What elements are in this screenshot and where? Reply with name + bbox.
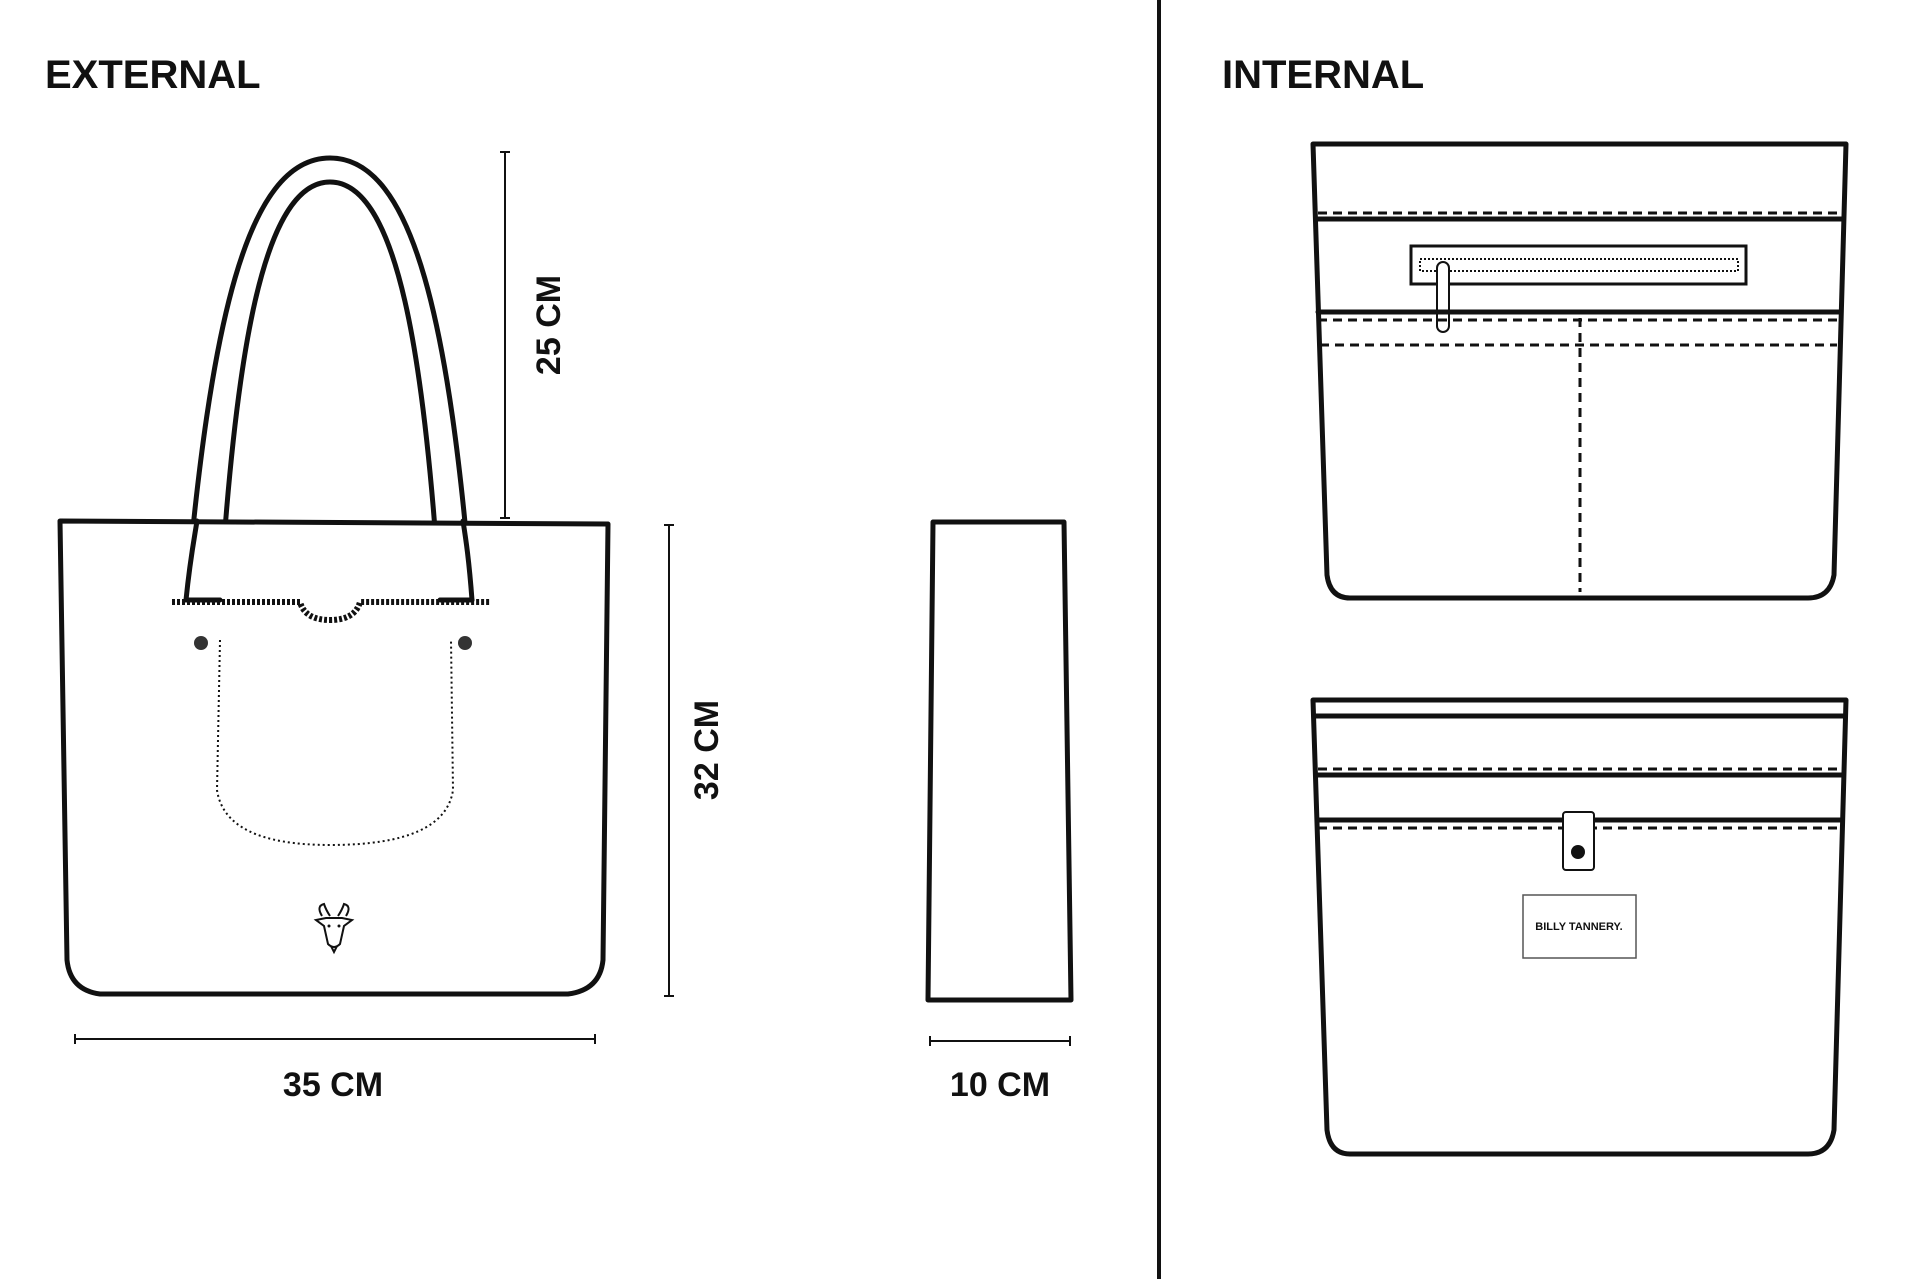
rivet-left <box>194 636 208 650</box>
handle-drop-dimension: 25 CM <box>500 151 568 519</box>
internal-heading: INTERNAL <box>1222 53 1424 97</box>
zipper-teeth <box>1419 258 1739 272</box>
internal-tab-side: BILLY TANNERY. <box>1310 697 1849 1157</box>
external-heading: EXTERNAL <box>45 53 261 97</box>
hidden-pocket-outline <box>215 639 455 847</box>
snap-button <box>1571 845 1585 859</box>
bag-handle-inner <box>217 179 443 603</box>
handle-drop-label: 25 CM <box>530 275 568 375</box>
closure-tab <box>1562 811 1595 871</box>
goat-head-icon <box>313 902 355 955</box>
brand-patch <box>1522 894 1637 959</box>
brand-patch-text: BILLY TANNERY. <box>1535 921 1622 933</box>
bag-front-view <box>57 155 611 997</box>
bag-top-band <box>172 599 490 624</box>
width-dimension: 35 CM <box>74 1034 596 1104</box>
rivet-right <box>458 636 472 650</box>
depth-label: 10 CM <box>950 1066 1050 1104</box>
height-dimension: 32 CM <box>664 524 726 997</box>
width-label: 35 CM <box>283 1066 383 1104</box>
depth-dimension: 10 CM <box>929 1036 1071 1104</box>
height-label: 32 CM <box>688 700 726 800</box>
bag-side-view <box>925 519 1074 1003</box>
bag-handle-outer <box>183 155 475 603</box>
bag-body <box>57 518 611 997</box>
zipper-frame <box>1409 244 1748 286</box>
bag-handle-right-front <box>460 518 475 603</box>
internal-zip-side <box>1310 141 1849 601</box>
bag-handle-left-front <box>183 518 200 603</box>
